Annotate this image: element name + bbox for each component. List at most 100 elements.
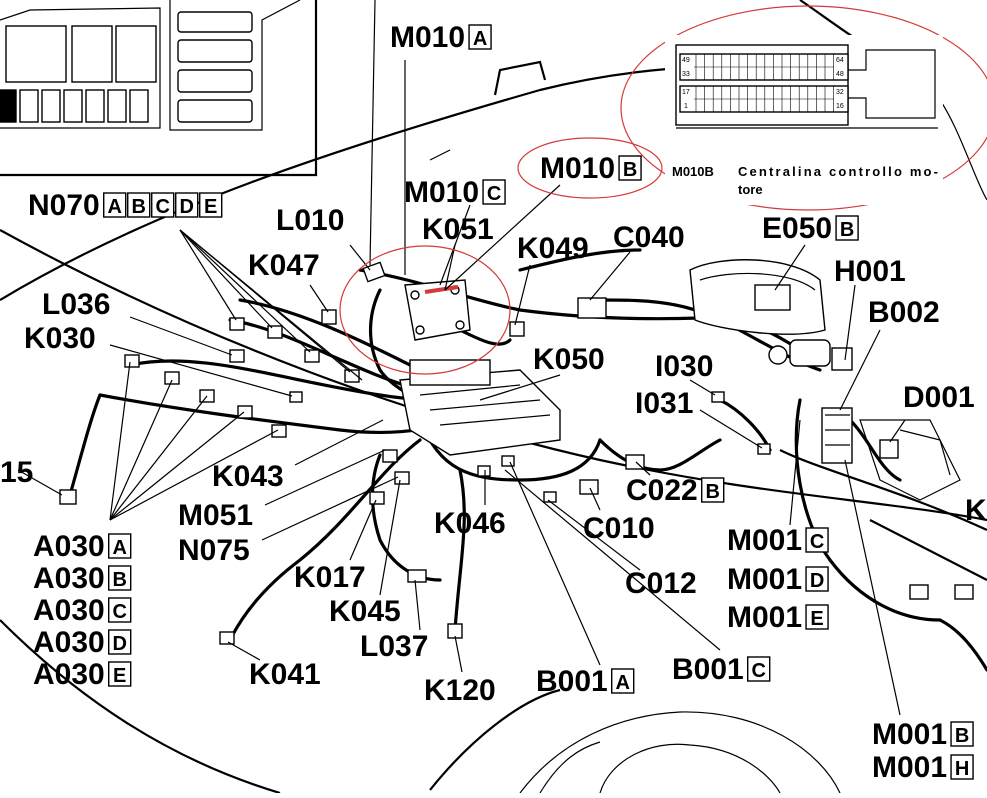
pin-33: 33 [682,71,690,78]
instrument-cluster [689,259,826,335]
label-kright: K [965,494,987,527]
pin-48: 48 [836,71,844,78]
variant-letter: D [810,570,824,592]
pedal-bracket [821,407,853,464]
pin-64: 64 [836,57,844,64]
label-d001: D001 [903,381,975,414]
label-code: K [965,494,987,527]
label-code: K017 [294,561,366,594]
label-code: I030 [655,350,713,383]
variant-box [611,668,635,694]
label-code: L037 [360,630,428,663]
label-code: M001 [727,601,802,634]
label-l036: L036 [42,288,110,321]
label-a030e: A030 E [33,658,132,691]
variant-box [482,179,506,205]
label-code: K043 [212,460,284,493]
label-code: C012 [625,567,697,600]
variant-letter: D [112,633,126,655]
label-b001c: B001 C [672,653,771,686]
variant-letter: C [112,601,126,623]
pin-49: 49 [682,57,690,64]
label-code: K030 [24,322,96,355]
variant-box [805,604,829,630]
variant-box [108,661,132,687]
label-code: I031 [635,387,693,420]
variant-letter: C [487,183,501,205]
leader-lines [17,0,906,716]
label-code: A030 [33,626,105,659]
callout-text-line1: Centralina controllo mo- [738,164,938,179]
label-code: C010 [583,512,655,545]
label-code: M001 [872,718,947,751]
label-k017: K017 [294,561,366,594]
label-k045: K045 [329,595,401,628]
label-c012: C012 [625,567,697,600]
variant-letter: E [810,608,823,630]
label-code: C040 [613,221,685,254]
variant-letter: C [155,196,169,218]
variant-letter: D [179,196,193,218]
label-code: B001 [536,665,608,698]
label-i031: I031 [635,387,693,420]
highlight-oval-m010b [517,137,663,199]
label-code: A030 [33,594,105,627]
label-code: K050 [533,343,605,376]
variant-letter: A [107,196,121,218]
variant-letter: C [751,660,765,682]
label-k050: K050 [533,343,605,376]
label-c040: C040 [613,221,685,254]
label-code: D001 [903,381,975,414]
variant-box [103,192,127,218]
fuse-relay-box [399,359,561,456]
callout-code: M010B [672,164,714,179]
label-k046: K046 [434,507,506,540]
label-c010: C010 [583,512,655,545]
variant-letter: A [615,672,629,694]
label-m001b: M001 B [872,718,974,751]
variant-box [199,192,223,218]
variant-box [805,566,829,592]
variant-box [950,721,974,747]
label-code: N075 [178,534,250,567]
connectors [59,261,974,645]
pin-1: 1 [684,103,688,110]
variant-letter: H [955,758,969,780]
variant-letter: B [955,725,969,747]
variant-letter: E [113,665,126,687]
highlight-oval-callout [620,5,987,211]
variant-letter: B [623,159,637,181]
n070-leader-group [179,229,363,381]
variant-box [618,155,642,181]
highlight-oval-ecu [339,245,511,375]
label-code: K047 [248,249,320,282]
label-m001e: M001 E [727,601,829,634]
label-b001a: B001 A [536,665,635,698]
label-code: A030 [33,658,105,691]
variant-letter: A [112,537,126,559]
label-code: B001 [672,653,744,686]
variant-box [950,754,974,780]
label-l037: L037 [360,630,428,663]
label-x15: 15 [0,456,33,489]
callout-text-line2: tore [738,182,763,197]
label-code: N070 [28,189,100,222]
label-code: L010 [276,204,344,237]
label-a030d: A030 D [33,626,132,659]
variant-letter: B [705,481,719,503]
variant-box [175,192,199,218]
label-code: E050 [762,212,832,245]
variant-box [108,565,132,591]
variant-box [805,527,829,553]
